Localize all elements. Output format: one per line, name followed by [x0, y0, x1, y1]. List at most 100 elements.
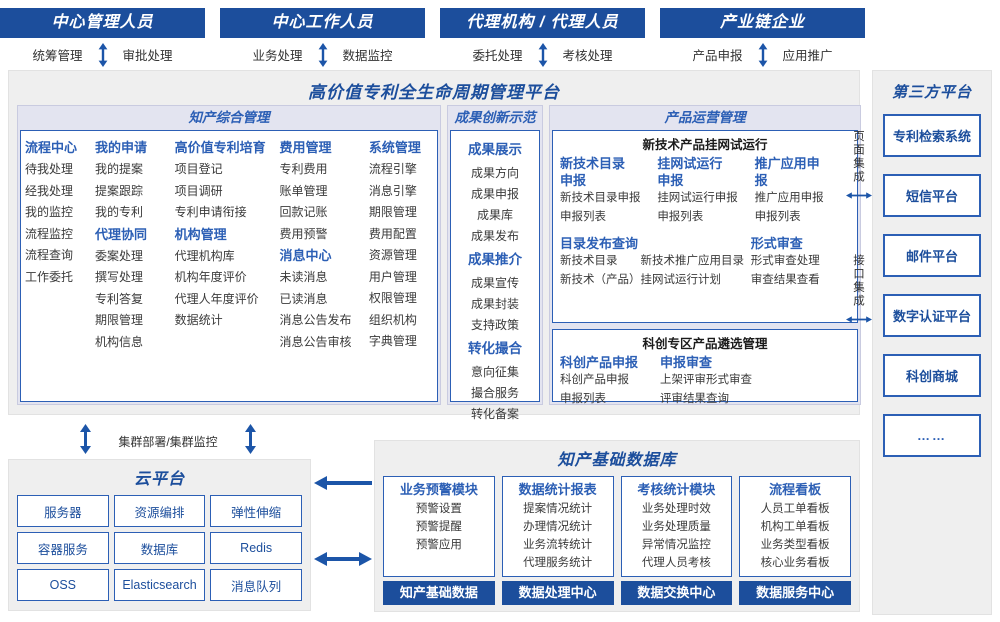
knowledge-db-footer-3[interactable]: 数据服务中心 — [739, 581, 851, 605]
achievement-menu-item[interactable]: 成果方向 — [470, 166, 519, 180]
ip-menu-item[interactable]: 我的提案 — [94, 162, 143, 176]
knowledge-db-header-2[interactable]: 考核统计模块 — [637, 482, 716, 497]
product-ops-menu-item[interactable]: 新技术（产品）挂网试运行计划 — [560, 274, 721, 286]
knowledge-db-footer-1[interactable]: 数据处理中心 — [501, 581, 614, 605]
product-ops-menu-item[interactable]: 评审结果查询 — [660, 393, 729, 405]
knowledge-db-item[interactable]: 业务流转统计 — [523, 539, 593, 551]
ip-menu-item[interactable]: 权限管理 — [368, 291, 417, 305]
achievement-group-header-0[interactable]: 成果展示 — [468, 142, 522, 157]
ip-menu-item[interactable]: 流程监控 — [25, 226, 74, 241]
achievement-menu-item[interactable]: 成果库 — [476, 208, 513, 222]
ip-group-header-0-0[interactable]: 流程中心 — [25, 140, 78, 155]
product-ops-menu-item[interactable]: 科创产品申报 — [560, 374, 629, 386]
knowledge-db-item[interactable]: 业务处理质量 — [641, 521, 711, 533]
product-ops-group-header[interactable]: 目录发布查询 — [560, 236, 639, 251]
product-ops-menu-item[interactable]: 形式审查处理 — [750, 255, 820, 267]
ip-group-header-1-1[interactable]: 代理协同 — [94, 226, 147, 242]
ip-menu-item[interactable]: 用户管理 — [368, 269, 417, 284]
product-ops-group-header[interactable]: 挂网试运行申报 — [657, 156, 723, 188]
ip-menu-item[interactable]: 经我处理 — [25, 183, 74, 198]
ip-menu-item[interactable]: 已读消息 — [279, 291, 328, 306]
ip-menu-item[interactable]: 费用配置 — [368, 226, 417, 241]
product-ops-menu-item[interactable]: 上架评审形式审查 — [660, 374, 752, 386]
product-ops-menu-item[interactable]: 新技术目录申报 — [560, 192, 641, 204]
ip-menu-item[interactable]: 回款记账 — [279, 205, 328, 219]
knowledge-db-item[interactable]: 预警设置 — [415, 503, 462, 515]
ip-group-header-2-1[interactable]: 机构管理 — [174, 226, 227, 242]
ip-menu-item[interactable]: 期限管理 — [368, 205, 417, 219]
achievement-menu-item[interactable]: 转化备案 — [470, 407, 519, 421]
ip-menu-item[interactable]: 流程引擎 — [368, 162, 417, 176]
knowledge-db-item[interactable]: 业务处理时效 — [641, 503, 711, 515]
ip-menu-item[interactable]: 待我处理 — [25, 162, 74, 176]
third-party-item-2[interactable]: 邮件平台 — [883, 234, 981, 277]
ip-menu-item[interactable]: 消息引擎 — [368, 183, 417, 198]
knowledge-db-item[interactable]: 业务类型看板 — [760, 539, 830, 551]
cloud-service-2[interactable]: 弹性伸缩 — [210, 495, 302, 527]
cloud-service-4[interactable]: 数据库 — [113, 532, 206, 564]
cloud-service-3[interactable]: 容器服务 — [17, 532, 109, 564]
ip-menu-item[interactable]: 项目调研 — [174, 183, 223, 198]
product-ops-menu-item[interactable]: 申报列表 — [754, 211, 801, 223]
knowledge-db-footer-2[interactable]: 数据交换中心 — [620, 581, 733, 605]
ip-menu-item[interactable]: 我的监控 — [25, 205, 74, 219]
product-ops-group-header[interactable]: 科创产品申报 — [560, 355, 639, 370]
ip-menu-item[interactable]: 组织机构 — [368, 312, 417, 327]
cloud-service-8[interactable]: 消息队列 — [210, 569, 302, 601]
knowledge-db-header-1[interactable]: 数据统计报表 — [518, 482, 597, 497]
product-ops-menu-item[interactable]: 申报列表 — [560, 393, 606, 405]
product-ops-menu-item[interactable]: 推广应用申报 — [754, 192, 824, 204]
ip-menu-item[interactable]: 代理机构库 — [174, 248, 235, 263]
ip-group-header-4-0[interactable]: 系统管理 — [368, 140, 421, 155]
knowledge-db-footer-0[interactable]: 知产基础数据 — [383, 581, 495, 605]
ip-group-header-2-0[interactable]: 高价值专利培育 — [174, 140, 266, 155]
ip-menu-item[interactable]: 流程查询 — [25, 248, 74, 262]
cloud-service-0[interactable]: 服务器 — [17, 495, 109, 527]
achievement-menu-item[interactable]: 成果封装 — [470, 297, 519, 311]
knowledge-db-item[interactable]: 提案情况统计 — [523, 503, 593, 515]
knowledge-db-item[interactable]: 办理情况统计 — [523, 521, 593, 533]
achievement-menu-item[interactable]: 成果宣传 — [470, 276, 519, 290]
knowledge-db-item[interactable]: 预警应用 — [415, 539, 462, 551]
ip-menu-item[interactable]: 未读消息 — [279, 270, 328, 284]
ip-menu-item[interactable]: 费用预警 — [279, 226, 328, 241]
knowledge-db-item[interactable]: 代理服务统计 — [523, 557, 593, 569]
knowledge-db-item[interactable]: 异常情况监控 — [641, 539, 711, 551]
knowledge-db-header-3[interactable]: 流程看板 — [769, 482, 822, 497]
ip-menu-item[interactable]: 字典管理 — [368, 334, 417, 348]
achievement-group-header-1[interactable]: 成果推介 — [468, 252, 522, 267]
product-ops-group-header[interactable]: 推广应用申报 — [754, 156, 820, 188]
cloud-service-1[interactable]: 资源编排 — [113, 495, 206, 527]
product-ops-menu-item[interactable]: 审查结果查看 — [750, 274, 820, 286]
ip-menu-item[interactable]: 撰写处理 — [94, 270, 143, 284]
product-ops-group-header[interactable]: 申报审查 — [660, 355, 713, 370]
cloud-service-7[interactable]: Elasticsearch — [113, 569, 206, 601]
knowledge-db-item[interactable]: 人员工单看板 — [760, 503, 830, 515]
knowledge-db-item[interactable]: 核心业务看板 — [760, 557, 830, 569]
knowledge-db-header-0[interactable]: 业务预警模块 — [399, 482, 478, 497]
product-ops-menu-item[interactable]: 申报列表 — [657, 211, 704, 223]
knowledge-db-item[interactable]: 机构工单看板 — [760, 521, 830, 533]
ip-menu-item[interactable]: 我的专利 — [94, 205, 143, 219]
achievement-menu-item[interactable]: 支持政策 — [470, 318, 519, 332]
product-ops-menu-item[interactable]: 申报列表 — [560, 211, 606, 223]
achievement-menu-item[interactable]: 意向征集 — [470, 365, 519, 379]
achievement-menu-item[interactable]: 成果发布 — [470, 229, 519, 243]
product-ops-group-header[interactable]: 新技术目录申报 — [560, 156, 626, 188]
third-party-item-0[interactable]: 专利检索系统 — [883, 114, 981, 157]
cloud-service-6[interactable]: OSS — [17, 569, 109, 601]
product-ops-menu-item[interactable]: 挂网试运行申报 — [657, 192, 738, 204]
ip-menu-item[interactable]: 项目登记 — [174, 162, 223, 176]
ip-menu-item[interactable]: 专利申请衔接 — [174, 205, 247, 219]
ip-menu-item[interactable]: 机构年度评价 — [174, 270, 247, 284]
ip-group-header-1-0[interactable]: 我的申请 — [94, 140, 147, 155]
cloud-service-5[interactable]: Redis — [210, 532, 302, 564]
ip-menu-item[interactable]: 资源管理 — [368, 248, 417, 262]
ip-menu-item[interactable]: 代理人年度评价 — [174, 291, 259, 306]
ip-menu-item[interactable]: 专利答复 — [94, 291, 143, 306]
ip-menu-item[interactable]: 专利费用 — [279, 162, 328, 176]
knowledge-db-item[interactable]: 代理人员考核 — [641, 557, 711, 569]
ip-menu-item[interactable]: 消息公告审核 — [279, 334, 352, 349]
knowledge-db-item[interactable]: 预警提醒 — [415, 521, 462, 533]
ip-menu-item[interactable]: 数据统计 — [174, 313, 223, 327]
